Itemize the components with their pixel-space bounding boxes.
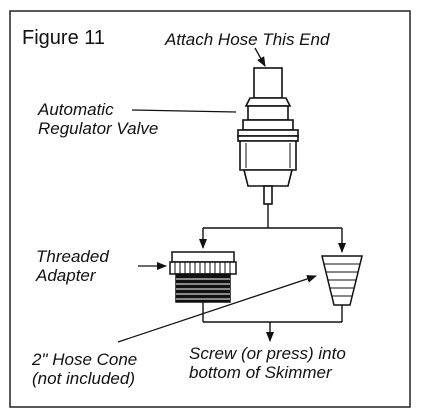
attach-hose-arrow <box>254 47 266 67</box>
figure-title: Figure 11 <box>22 27 106 49</box>
attach-hose-label: Attach Hose This End <box>165 30 330 49</box>
screw-into-label: Screw (or press) into bottom of Skimmer <box>189 344 346 382</box>
hose-cone-label-line1: 2" Hose Cone <box>32 350 138 369</box>
regulator-valve-label: Automatic Regulator Valve <box>38 100 158 138</box>
screw-into-label-line1: Screw (or press) into <box>189 344 346 363</box>
hose-cone-arrow <box>117 275 317 343</box>
threaded-adapter-label-line2: Adapter <box>36 266 96 285</box>
figure-border <box>9 10 411 408</box>
regulator-valve-label-line2: Regulator Valve <box>38 119 159 138</box>
regulator-valve <box>237 67 299 205</box>
threaded-adapter-label-line1: Threaded <box>36 247 109 266</box>
hose-cone-label: 2" Hose Cone (not included) <box>32 350 137 388</box>
regulator-valve-pointer <box>131 109 237 113</box>
threaded-adapter <box>169 251 237 303</box>
hose-cone-label-line2: (not included) <box>32 369 136 388</box>
hose-cone <box>321 255 363 306</box>
leader-lines <box>117 47 317 343</box>
connector-lines <box>199 204 346 342</box>
threaded-adapter-label: Threaded Adapter <box>36 247 109 285</box>
screw-into-label-line2: bottom of Skimmer <box>189 363 332 382</box>
regulator-valve-label-line1: Automatic <box>38 100 114 119</box>
